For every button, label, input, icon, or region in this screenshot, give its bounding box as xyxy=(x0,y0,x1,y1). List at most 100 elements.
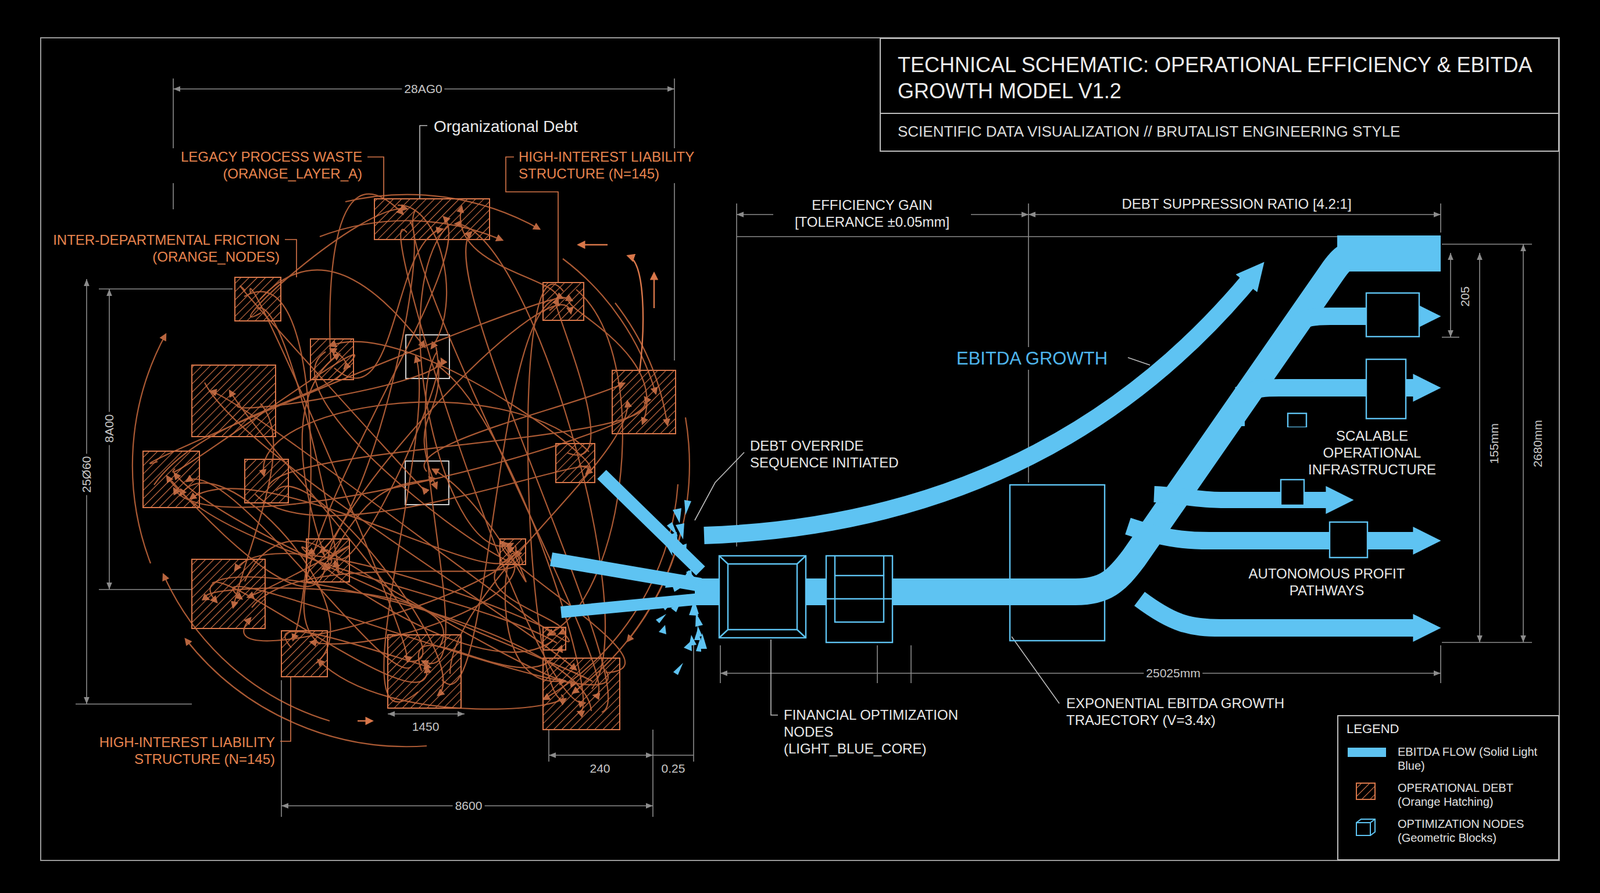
override-shard xyxy=(695,612,703,627)
callout-label: HIGH-INTEREST LIABILITY STRUCTURE (N=145… xyxy=(516,148,703,184)
override-shard xyxy=(655,500,707,675)
ebitda-flow xyxy=(1139,598,1419,628)
friction-arrow xyxy=(229,390,423,662)
friction-arrow xyxy=(460,206,559,311)
friction-arrow xyxy=(568,299,648,424)
legend-text: OPTIMIZATION NODES (Geometric Blocks) xyxy=(1395,816,1550,846)
friction-arrow xyxy=(251,547,520,608)
friction-arrow xyxy=(163,574,330,721)
debt-block xyxy=(374,198,490,240)
friction-arrow xyxy=(232,586,609,685)
callout-label: 8A00 xyxy=(101,411,117,445)
friction-arrow xyxy=(357,720,373,722)
friction-arrow xyxy=(330,341,591,469)
callout-label: 0.25 xyxy=(659,760,688,777)
leader-line xyxy=(770,639,778,716)
friction-arrow xyxy=(627,255,644,373)
ebitda-flow xyxy=(551,559,701,585)
override-shard xyxy=(695,637,702,652)
dimension-line xyxy=(1440,645,1442,684)
dimension-line xyxy=(720,672,1441,674)
override-shard xyxy=(684,500,692,516)
dimension-line xyxy=(910,645,912,684)
friction-arrow xyxy=(320,221,415,553)
dimension-line xyxy=(387,713,465,715)
dimension-line xyxy=(693,639,695,762)
friction-arrow xyxy=(319,220,503,241)
dimension-line xyxy=(736,203,738,547)
legend-text: OPERATIONAL DEBT (Orange Hatching) xyxy=(1395,780,1550,810)
friction-arrow xyxy=(190,488,509,564)
optimization-node xyxy=(719,629,728,638)
friction-arrow xyxy=(419,225,513,547)
debt-block xyxy=(191,365,276,437)
dimension-line xyxy=(1440,203,1442,233)
leader-line xyxy=(1127,357,1150,366)
callout-label: SCALABLE OPERATIONAL INFRASTRUCTURE xyxy=(1284,427,1460,479)
ebitda-bar xyxy=(1337,235,1441,272)
dimension-line xyxy=(652,729,654,817)
friction-arrow xyxy=(171,480,326,587)
dimension-line xyxy=(1479,252,1481,643)
dimension-line xyxy=(1450,252,1452,338)
debt-block xyxy=(143,198,676,730)
ebitda-flow xyxy=(1127,526,1419,541)
friction-arrow xyxy=(424,347,439,489)
callout-label: EXPONENTIAL EBITDA GROWTH TRAJECTORY (V=… xyxy=(1063,694,1320,730)
subtitle: SCIENTIFIC DATA VISUALIZATION // BRUTALI… xyxy=(895,122,1547,142)
block-sample xyxy=(1356,819,1375,836)
friction-arrow xyxy=(383,356,420,702)
callout-label: INTER-DEPARTMENTAL FRICTION (ORANGE_NODE… xyxy=(49,231,282,267)
block-sample xyxy=(1370,819,1375,823)
callout-label: LEGACY PROCESS WASTE (ORANGE_LAYER_A) xyxy=(155,148,365,184)
friction-arrow xyxy=(276,486,444,696)
friction-arrow xyxy=(424,383,625,472)
friction-arrow xyxy=(205,588,444,647)
override-shard xyxy=(661,600,674,611)
callout-label: 25Ø60 xyxy=(78,453,95,495)
dimension-line xyxy=(1028,213,1441,216)
friction-arrow xyxy=(237,358,442,409)
optimization-node xyxy=(883,555,885,576)
override-shard xyxy=(670,602,681,613)
friction-arrow xyxy=(209,576,592,712)
dimension-line xyxy=(1441,336,1460,338)
dimension-line xyxy=(1441,641,1532,644)
hatch-swatch xyxy=(1354,781,1378,802)
orange-leader xyxy=(367,156,384,199)
callout-label: 205 xyxy=(1456,283,1473,309)
callout-label: EFFICIENCY GAIN [TOLERANCE ±0.05mm] xyxy=(773,196,971,232)
override-shard xyxy=(673,662,684,675)
override-shard xyxy=(680,543,687,554)
callout-label: DEBT SUPPRESSION RATIO [4.2:1] xyxy=(1119,195,1354,214)
friction-arrow xyxy=(250,288,407,657)
friction-arrow xyxy=(212,581,427,683)
friction-arrow xyxy=(615,302,668,425)
legend-text: EBITDA FLOW (Solid Light Blue) xyxy=(1395,744,1550,774)
legend-swatch xyxy=(1347,747,1387,757)
friction-arrow xyxy=(334,229,443,379)
dimension-line xyxy=(548,754,653,756)
callout-label: Organizational Debt xyxy=(431,116,580,138)
friction-arrow xyxy=(345,194,540,230)
optimization-node xyxy=(826,555,893,643)
callout-label: 25025mm xyxy=(1143,665,1203,681)
friction-arrow xyxy=(259,270,425,348)
override-shard xyxy=(672,508,682,524)
optimization-node xyxy=(1009,484,1105,641)
dimension-line xyxy=(1522,244,1524,643)
hatch-sample xyxy=(1356,783,1375,800)
override-shard xyxy=(684,570,698,581)
callout-label: EBITDA GROWTH xyxy=(954,347,1110,370)
dimension-line xyxy=(1441,243,1532,245)
dimension-line xyxy=(876,645,878,684)
block-swatch xyxy=(1354,817,1378,838)
override-shard xyxy=(689,599,699,614)
callout-label: 1450 xyxy=(409,718,442,735)
friction-arrow xyxy=(185,638,427,747)
dimension-line xyxy=(98,588,192,591)
optimization-node xyxy=(1280,479,1305,506)
friction-arrow xyxy=(450,401,628,674)
dimension-line xyxy=(652,754,694,756)
outer-frame xyxy=(40,37,1560,861)
